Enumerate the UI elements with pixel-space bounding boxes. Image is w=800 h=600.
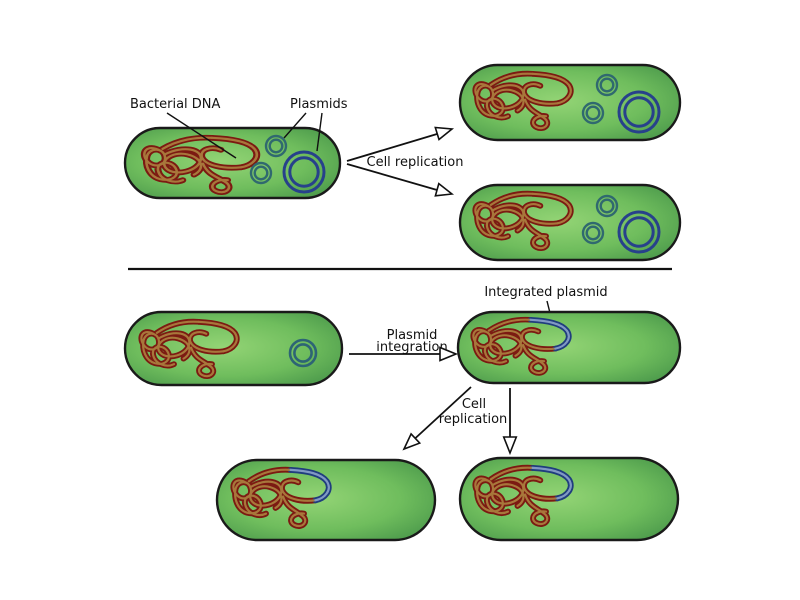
cell-replication-top-label: Cell replication (367, 155, 464, 170)
replication-arrow-upper-line (346, 133, 438, 162)
plasmid-integration-label-line2: integration (376, 340, 447, 355)
integrated-cell (456, 310, 682, 385)
pre-integration-cell (123, 310, 344, 387)
daughter-cell-1 (458, 63, 682, 142)
replication-arrow-diagonal-line (414, 386, 472, 440)
cell-replication-arrows-top: Cell replication (346, 126, 464, 197)
integrated-plasmid-label: Integrated plasmid (484, 285, 607, 300)
plasmid-integration-arrow-head (439, 346, 459, 362)
plasmids-pointer-line-large (316, 112, 323, 152)
cell-replication-bottom-label-line2: replication (439, 412, 508, 427)
cell-replication-arrows-bottom: Cell replication (402, 386, 518, 456)
replication-arrow-vertical-head (502, 436, 518, 456)
plasmids-label: Plasmids (290, 97, 348, 112)
replication-arrow-lower-head (434, 182, 455, 197)
plasmids-pointer-line-small (283, 112, 307, 139)
plasmid-integration-arrow: Plasmid integration (349, 328, 459, 362)
bacterial-dna-pointer-line (166, 112, 237, 159)
replication-arrow-lower-line (346, 163, 438, 191)
parent-cell (123, 126, 342, 200)
integrated-daughter-1 (215, 458, 437, 542)
daughter-cell-2 (458, 183, 682, 262)
replication-arrow-diagonal-head (402, 432, 422, 451)
bacterial-dna-label: Bacterial DNA (130, 97, 221, 112)
replication-arrow-upper-head (434, 126, 455, 141)
integrated-daughter-2 (458, 456, 680, 542)
plasmid-integration-label-line1: Plasmid (387, 328, 438, 343)
cell-replication-bottom-label-line1: Cell (462, 397, 486, 412)
